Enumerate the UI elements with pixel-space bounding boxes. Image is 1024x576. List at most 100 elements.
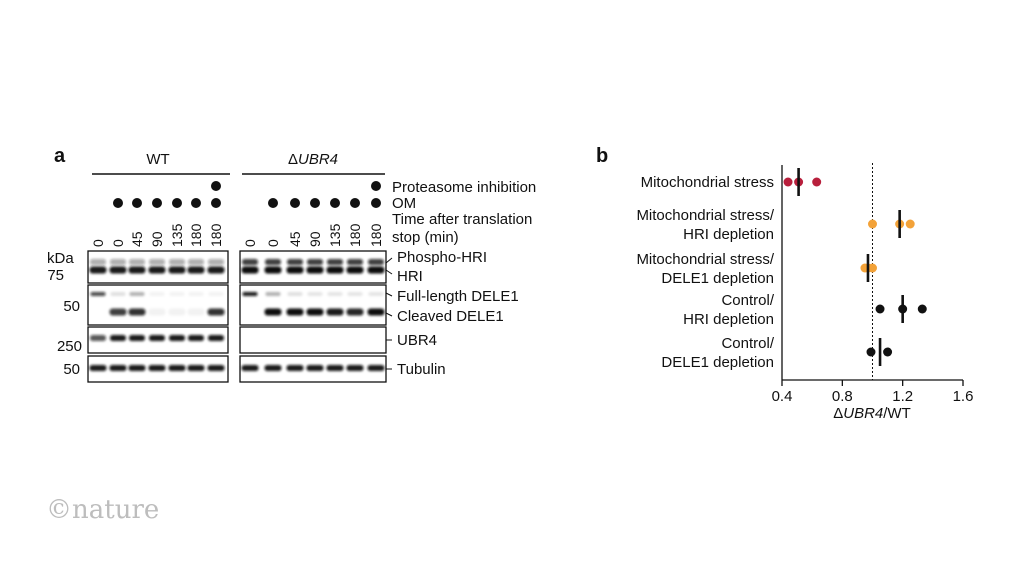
band-hri-wt-2 [128, 266, 146, 274]
band-full-dele1-wt-0 [90, 292, 106, 296]
lane-time-wt-4: 135 [169, 223, 185, 247]
band-label-phospho-hri: Phospho-HRI [397, 249, 487, 266]
band-label-tubulin: Tubulin [397, 361, 446, 378]
band-phospho-hri-wt-6 [208, 259, 224, 265]
lane-time-ko-1: 0 [265, 239, 281, 247]
band-cleaved-dele1-wt-5 [187, 308, 205, 316]
point-4-0 [866, 347, 876, 357]
label-om: OM [392, 195, 416, 212]
point-4-1 [883, 347, 893, 357]
band-tubulin-wt-1 [109, 365, 127, 371]
leader-hri [385, 269, 393, 275]
band-label-cleaved-dele1: Cleaved DELE1 [397, 308, 504, 325]
point-0-2 [812, 177, 822, 187]
band-hri-wt-0 [89, 266, 107, 274]
band-cleaved-dele1-ko-4 [326, 308, 344, 316]
blot-ubr4-ko [239, 326, 387, 354]
band-full-dele1-ko-4 [327, 292, 343, 296]
panel-b-letter: b [596, 145, 608, 167]
panel-a: a WT ΔUBR4 Proteasome inhibition OM Time… [47, 145, 536, 383]
data-points [783, 168, 927, 366]
band-full-dele1-wt-6 [208, 292, 224, 296]
om-dot-ko-6 [371, 198, 381, 208]
om-dot-ko-4 [330, 198, 340, 208]
band-phospho-hri-wt-3 [149, 259, 165, 265]
x-tick-label-1: 0.8 [832, 388, 853, 405]
band-phospho-hri-wt-5 [188, 259, 204, 265]
nature-logo: ©nature [46, 495, 159, 525]
lane-time-ko-6: 180 [368, 223, 384, 247]
marker-50-tubulin: 50 [63, 361, 80, 378]
om-dot-ko-3 [310, 198, 320, 208]
om-dot-wt-5 [191, 198, 201, 208]
group-ko-delta: Δ [288, 151, 298, 168]
group-label-ko: ΔUBR4 [288, 151, 338, 168]
om-dot-wt-1 [113, 198, 123, 208]
marker-250: 250 [57, 338, 82, 355]
band-label-full-dele1: Full-length DELE1 [397, 288, 519, 305]
band-hri-wt-6 [207, 266, 225, 274]
xlabel-gene: UBR4 [843, 405, 883, 422]
band-cleaved-dele1-wt-6 [207, 308, 225, 316]
lane-time-ko-5: 180 [347, 223, 363, 247]
om-dot-wt-3 [152, 198, 162, 208]
leader-cleaved-dele1 [385, 312, 393, 317]
band-hri-ko-3 [306, 266, 324, 274]
band-ubr4-wt-3 [149, 335, 165, 341]
group-label-wt: WT [146, 151, 169, 168]
om-dot-wt-4 [172, 198, 182, 208]
blot-dele1-ko [239, 284, 387, 326]
point-3-2 [917, 304, 927, 314]
kda-label: kDa [47, 250, 74, 267]
band-full-dele1-ko-3 [307, 292, 323, 296]
band-tubulin-wt-0 [89, 365, 107, 371]
brand-name: nature [72, 495, 159, 525]
band-cleaved-dele1-ko-2 [286, 308, 304, 316]
band-ubr4-wt-2 [129, 335, 145, 341]
band-cleaved-dele1-ko-6 [367, 308, 385, 316]
band-full-dele1-wt-1 [110, 292, 126, 296]
band-full-dele1-ko-6 [368, 292, 384, 296]
band-phospho-hri-ko-6 [368, 259, 384, 265]
blot-dele1-wt [87, 284, 229, 326]
marker-50-dele1: 50 [63, 298, 80, 315]
band-phospho-hri-ko-2 [287, 259, 303, 265]
band-phospho-hri-ko-3 [307, 259, 323, 265]
band-ubr4-wt-6 [208, 335, 224, 341]
om-dot-ko-1 [268, 198, 278, 208]
band-hri-wt-4 [168, 266, 186, 274]
category-label-3-1: HRI depletion [683, 311, 774, 328]
point-2-2 [868, 263, 877, 273]
band-phospho-hri-ko-5 [347, 259, 363, 265]
band-tubulin-ko-6 [367, 365, 385, 371]
lane-time-wt-3: 90 [149, 231, 165, 247]
band-full-dele1-ko-2 [287, 292, 303, 296]
label-time-2: stop (min) [392, 229, 459, 246]
point-0-0 [783, 177, 793, 187]
category-label-1-1: HRI depletion [683, 226, 774, 243]
band-tubulin-wt-3 [148, 365, 166, 371]
band-tubulin-ko-5 [346, 365, 364, 371]
label-time-1: Time after translation [392, 211, 532, 228]
category-label-3-0: Control/ [721, 292, 774, 309]
leader-phospho-hri [385, 257, 393, 264]
marker-75: 75 [47, 267, 64, 284]
lane-time-ko-4: 135 [327, 223, 343, 247]
om-dot-ko-2 [290, 198, 300, 208]
lane-time-ko-0: 0 [242, 239, 258, 247]
x-tick-label-3: 1.6 [953, 388, 974, 405]
band-hri-ko-0 [241, 266, 259, 274]
band-ubr4-wt-5 [188, 335, 204, 341]
band-cleaved-dele1-ko-5 [346, 308, 364, 316]
x-tick-label-0: 0.4 [772, 388, 793, 405]
band-hri-ko-4 [326, 266, 344, 274]
band-full-dele1-wt-2 [129, 292, 145, 296]
lane-time-ko-2: 45 [287, 231, 303, 247]
band-full-dele1-ko-5 [347, 292, 363, 296]
band-tubulin-ko-2 [286, 365, 304, 371]
band-full-dele1-ko-0 [242, 292, 258, 296]
